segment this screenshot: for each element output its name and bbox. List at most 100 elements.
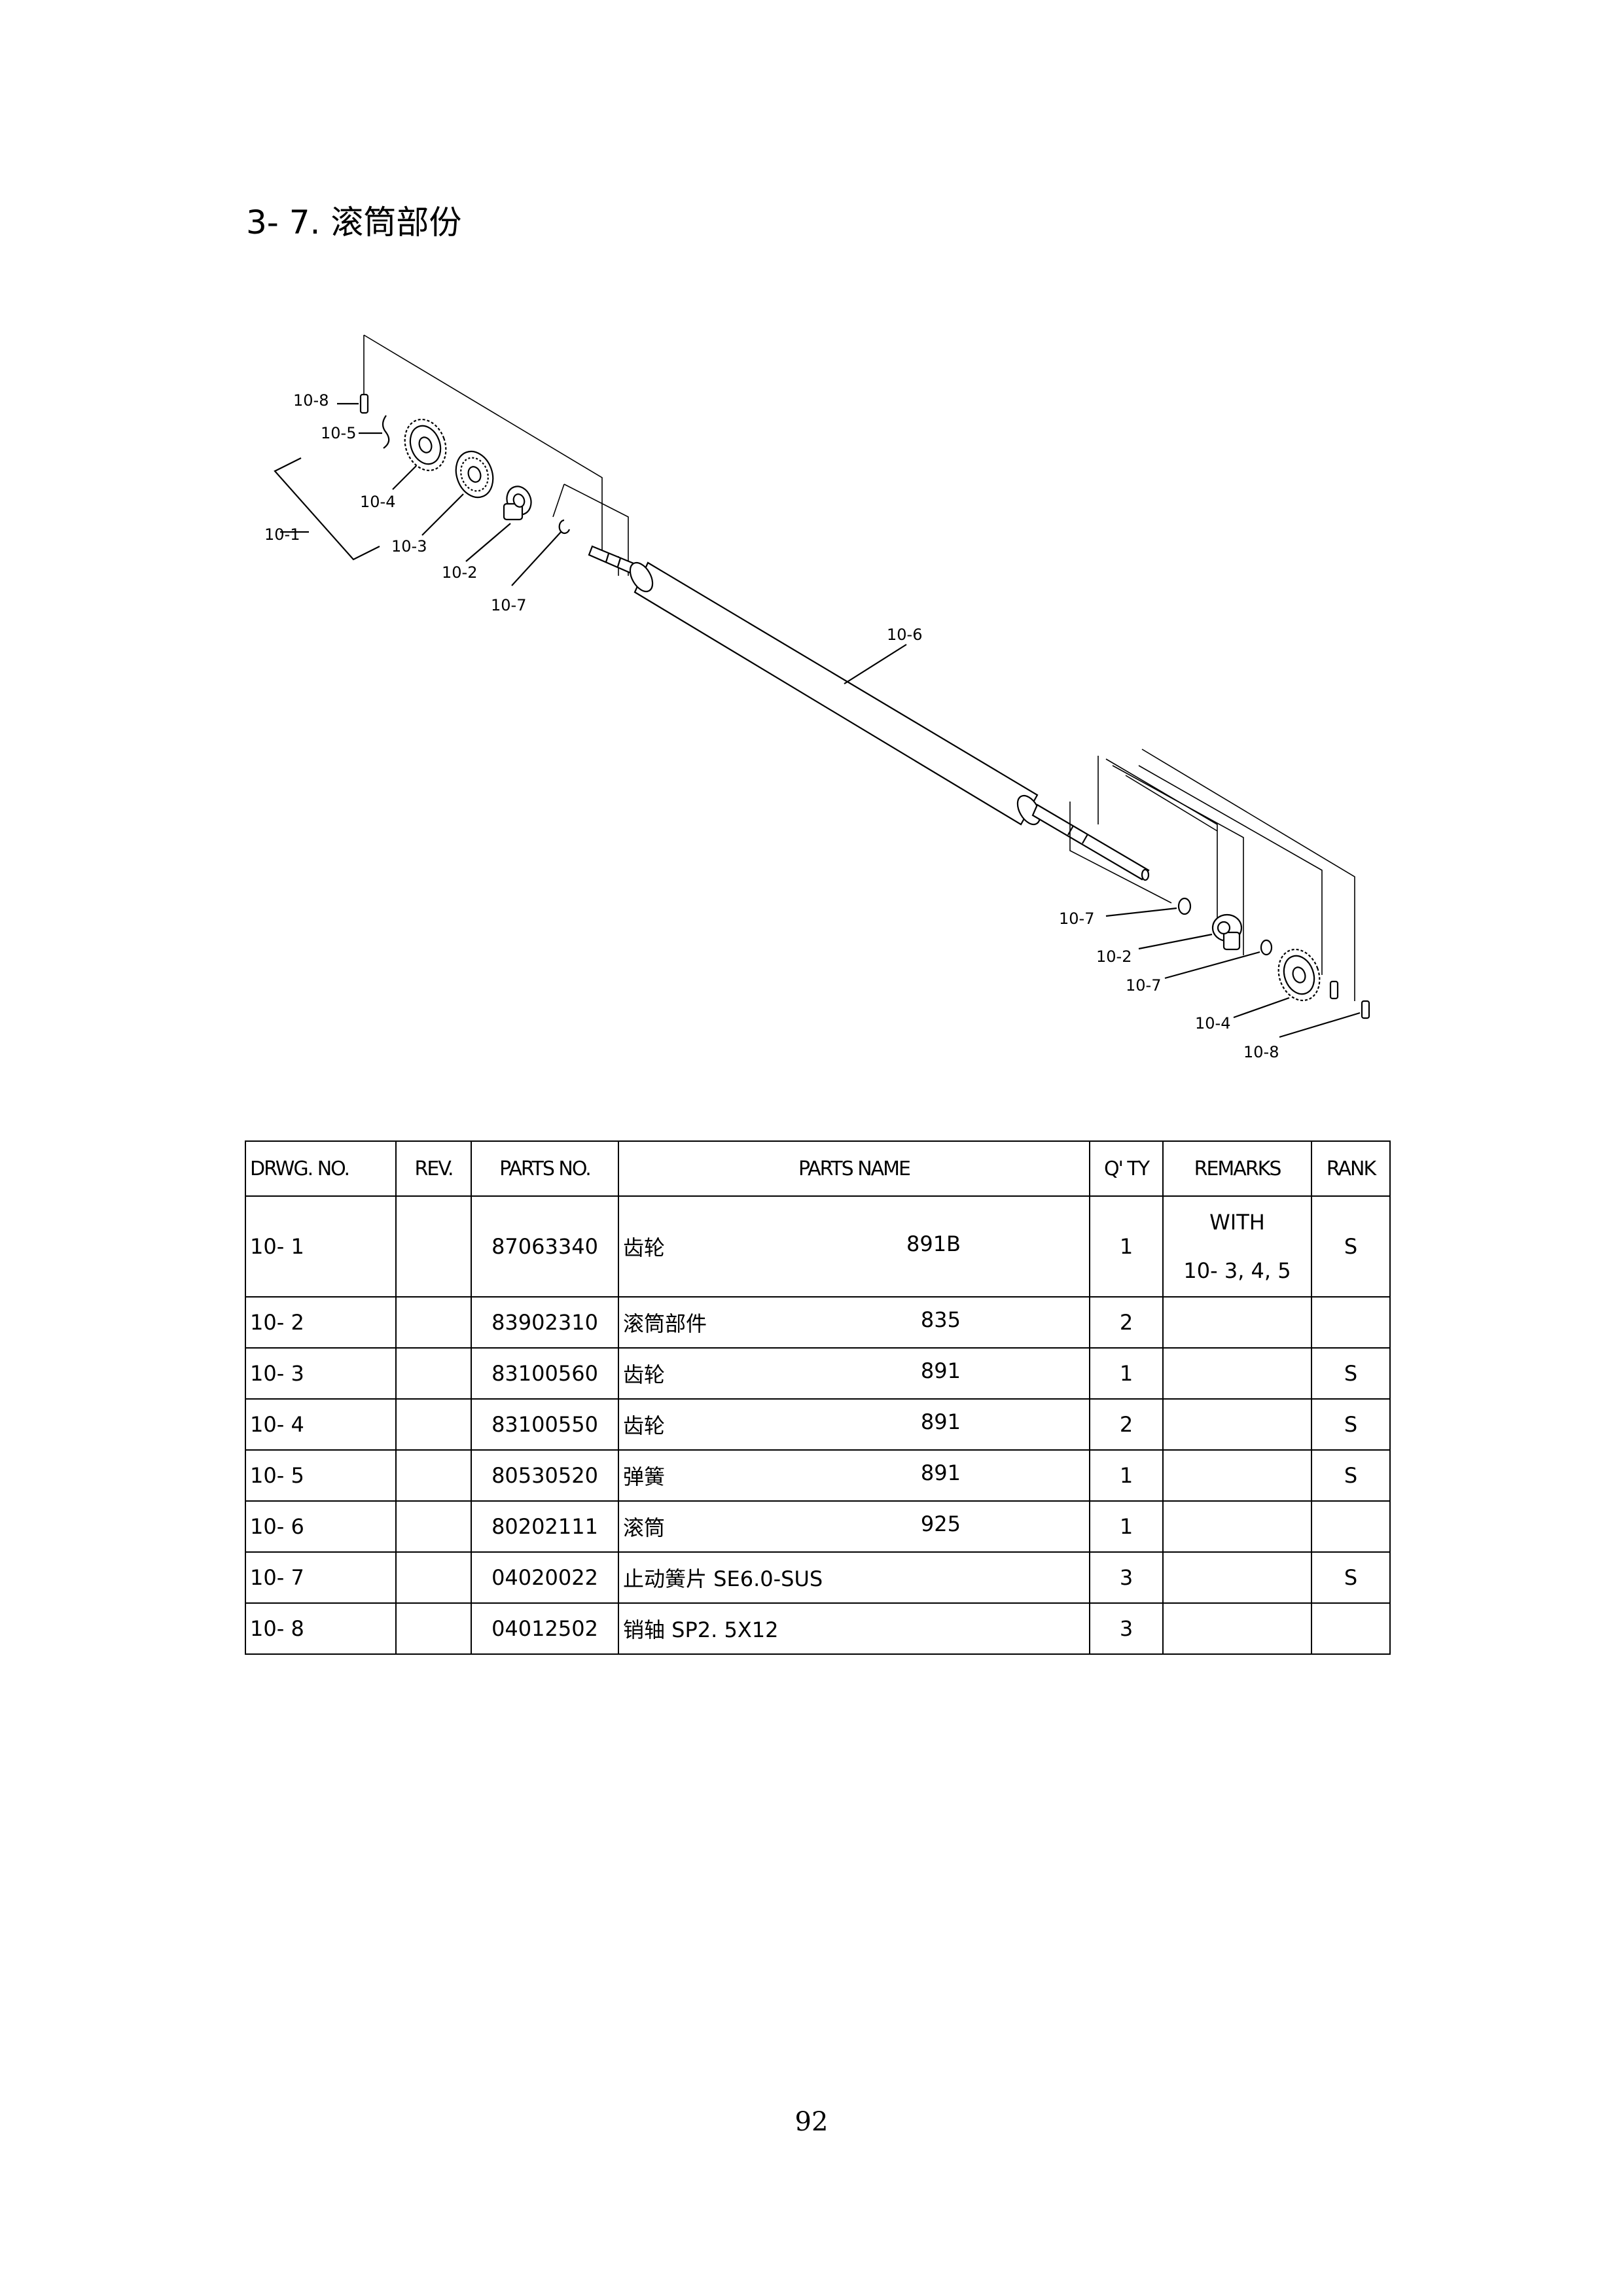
cell-name: 止动簧片 SE6.0-SUS [618,1551,1090,1604]
clip-10-7-right-upper [1105,897,1192,917]
remarks-line-1: WITH [1209,1210,1265,1235]
cell-rank [1311,1500,1391,1553]
callout-10-8-left: 10-8 [293,391,329,410]
header-rank: RANK [1311,1140,1391,1197]
cell-name: 齿轮 891B [618,1195,1090,1298]
callout-10-6: 10-6 [887,626,922,644]
cell-rev [395,1296,472,1349]
cell-remarks [1162,1296,1312,1349]
cell-rev [395,1551,472,1604]
part-spec: 925 [920,1511,961,1536]
cell-name: 滚筒部件 835 [618,1296,1090,1349]
table-row: 10- 7 04020022 止动簧片 SE6.0-SUS 3 S [245,1551,1391,1604]
cell-part-no: 87063340 [471,1195,619,1298]
cell-qty: 1 [1089,1195,1164,1298]
header-parts-name: PARTS NAME [618,1140,1090,1197]
page-number: 92 [794,2107,829,2137]
cell-rev [395,1347,472,1400]
cell-qty: 2 [1089,1398,1164,1451]
remarks-line-2: 10- 3, 4, 5 [1183,1258,1291,1283]
table-row: 10- 4 83100550 齿轮 891 2 S [245,1398,1391,1451]
gear-10-4-right [1233,948,1321,1019]
cell-rev [395,1195,472,1298]
cell-part-no: 83100560 [471,1347,619,1400]
cell-remarks [1162,1449,1312,1502]
parts-table: DRWG. NO. REV. PARTS NO. PARTS NAME Q' T… [245,1140,1391,1655]
cell-qty: 2 [1089,1296,1164,1349]
header-qty: Q' TY [1089,1140,1164,1197]
cell-drwg: 10- 5 [245,1449,397,1502]
callout-10-8-right: 10-8 [1243,1043,1279,1061]
part-name: 齿轮 [623,1235,666,1260]
part-name: 滚筒 [623,1515,666,1540]
pin-10-8-right [1279,980,1370,1038]
cell-drwg: 10- 2 [245,1296,397,1349]
cell-part-no: 80530520 [471,1449,619,1502]
callout-10-1: 10-1 [264,525,300,544]
cell-part-no: 04012502 [471,1602,619,1655]
cell-name: 滚筒 925 [618,1500,1090,1553]
table-row: 10- 8 04012502 销轴 SP2. 5X12 3 [245,1602,1391,1655]
cell-qty: 1 [1089,1449,1164,1502]
header-parts-no: PARTS NO. [471,1140,619,1197]
cell-rev [395,1500,472,1553]
callout-10-3: 10-3 [391,537,427,556]
part-spec: 891 [920,1358,961,1383]
cell-rank: S [1311,1347,1391,1400]
bearing-10-2-left [465,486,532,562]
cell-drwg: 10- 1 [245,1195,397,1298]
cell-qty: 1 [1089,1347,1164,1400]
roller-10-6 [588,545,1150,881]
roller-exploded-diagram: 10-8 10-5 10-4 10-1 10-3 10-2 10-7 10-6 … [264,334,1370,1061]
callout-10-4-right: 10-4 [1195,1014,1230,1033]
gear-10-3-left [421,450,494,536]
cell-drwg: 10- 7 [245,1551,397,1604]
section-title: 3- 7. 滚筒部份 [246,203,462,241]
cell-drwg: 10- 6 [245,1500,397,1553]
part-name: 滚筒部件 [623,1311,707,1336]
cell-part-no: 83100550 [471,1398,619,1451]
cell-drwg: 10- 3 [245,1347,397,1400]
table-row: 10- 2 83902310 滚筒部件 835 2 [245,1296,1391,1349]
pin-10-8-left [337,393,369,414]
cell-rank: S [1311,1551,1391,1604]
part-spec: 835 [920,1307,961,1332]
cell-rank: S [1311,1398,1391,1451]
cell-remarks [1162,1347,1312,1400]
callout-10-5: 10-5 [321,424,356,442]
cell-part-no: 80202111 [471,1500,619,1553]
clip-10-7-right-lower [1164,939,1273,980]
part-name: 齿轮 [623,1413,666,1438]
cell-rank [1311,1296,1391,1349]
cell-remarks [1162,1398,1312,1451]
cell-name: 齿轮 891 [618,1398,1090,1451]
header-rev: REV. [395,1140,472,1197]
cell-remarks [1162,1602,1312,1655]
cell-drwg: 10- 8 [245,1602,397,1655]
cell-remarks: WITH 10- 3, 4, 5 [1162,1195,1312,1298]
bearing-10-2-right [1138,913,1243,951]
clip-10-7-left [511,519,571,586]
cell-rank: S [1311,1195,1391,1298]
cell-qty: 3 [1089,1602,1164,1655]
cell-rank [1311,1602,1391,1655]
cell-rev [395,1398,472,1451]
cell-qty: 3 [1089,1551,1164,1604]
cell-drwg: 10- 4 [245,1398,397,1451]
cell-rev [395,1602,472,1655]
cell-remarks [1162,1551,1312,1604]
part-name: 弹簧 [623,1464,666,1489]
spring-10-5 [359,415,390,449]
part-spec: 891B [906,1231,961,1256]
cell-rev [395,1449,472,1502]
part-name: 销轴 SP2. 5X12 [623,1617,779,1642]
callout-10-7-right-upper: 10-7 [1059,910,1094,928]
callout-10-2-left: 10-2 [442,563,477,582]
part-spec: 891 [920,1409,961,1434]
cell-part-no: 83902310 [471,1296,619,1349]
